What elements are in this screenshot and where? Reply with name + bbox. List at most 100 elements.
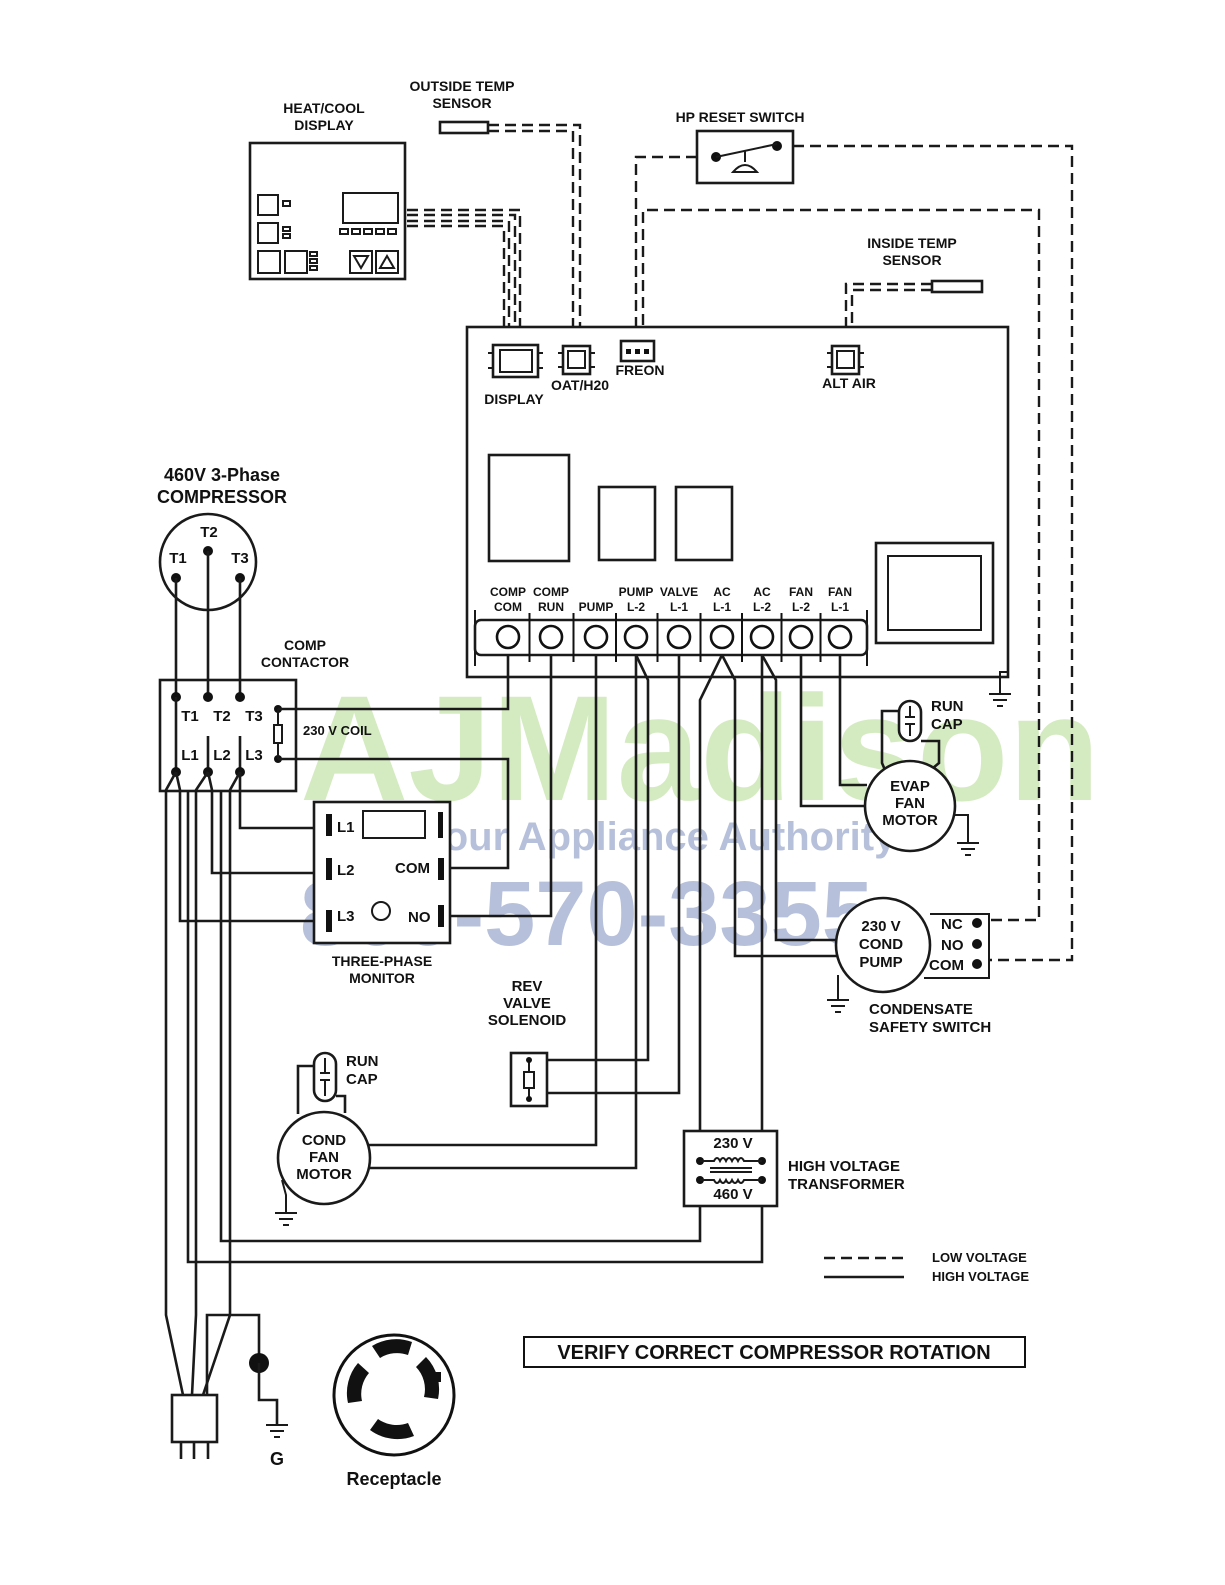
cond-fan-motor: RUN CAP COND FAN MOTOR xyxy=(275,1051,379,1226)
three-phase-monitor: L1 L2 L3 COM NO THREE-PHASE MONITOR xyxy=(312,800,452,986)
terminal-label: AC xyxy=(753,585,771,599)
terminal-label: L-1 xyxy=(670,600,688,614)
safety-com-label: COM xyxy=(929,957,964,974)
evap-motor-label-2: FAN xyxy=(895,795,925,812)
low-voltage-wires xyxy=(407,123,1074,962)
cond-run-cap-label-2: CAP xyxy=(346,1071,378,1088)
solenoid-label-3: SOLENOID xyxy=(488,1012,567,1029)
alt-air-connector xyxy=(827,344,864,376)
terminal-label: L-2 xyxy=(753,600,771,614)
freon-connector-label: FREON xyxy=(616,362,665,378)
evap-motor-label-1: EVAP xyxy=(890,778,930,795)
terminal-label: L-1 xyxy=(831,600,849,614)
terminal-label: AC xyxy=(713,585,731,599)
compressor-t2: T2 xyxy=(200,524,218,541)
cond-motor-label-3: MOTOR xyxy=(296,1166,352,1183)
terminal-label: PUMP xyxy=(579,600,614,614)
terminal-screw xyxy=(495,624,521,650)
transformer-block xyxy=(874,541,995,645)
safety-nc-label: NC xyxy=(941,916,963,933)
terminal-label: FAN xyxy=(828,585,852,599)
terminal-AC-L-1: ACL-1 xyxy=(709,585,735,650)
comp-contactor-label-2: CONTACTOR xyxy=(261,654,349,670)
cond-motor-label-2: FAN xyxy=(309,1149,339,1166)
terminal-label: PUMP xyxy=(619,585,654,599)
cond-pump-label-1: 230 V xyxy=(861,918,900,935)
terminal-label: RUN xyxy=(538,600,564,614)
safety-switch-label-2: SAFETY SWITCH xyxy=(869,1019,991,1036)
verify-text: VERIFY CORRECT COMPRESSOR ROTATION xyxy=(557,1342,990,1364)
monitor-no-label: NO xyxy=(408,909,431,926)
svg-text:T3: T3 xyxy=(245,708,263,725)
svg-text:T2: T2 xyxy=(213,708,231,725)
watermark-tagline: Your Appliance Authority xyxy=(420,815,897,859)
display-connector xyxy=(488,343,543,379)
terminal-screw xyxy=(583,624,609,650)
power-plug xyxy=(170,1393,219,1459)
transformer-top-label: 230 V xyxy=(713,1135,752,1152)
inside-temp-sensor-label-2: SENSOR xyxy=(882,252,941,268)
display-connector-label: DISPLAY xyxy=(484,391,544,407)
compressor-title-2: COMPRESSOR xyxy=(157,487,287,507)
oat-connector-label: OAT/H20 xyxy=(551,377,609,393)
evap-motor-label-3: MOTOR xyxy=(882,812,938,829)
terminal-screw xyxy=(827,624,853,650)
ground-symbol: G xyxy=(266,1424,288,1469)
comp-contactor-label-1: COMP xyxy=(284,637,326,653)
evap-run-cap-label-1: RUN xyxy=(931,698,964,715)
solenoid-label-1: REV xyxy=(512,978,543,995)
hp-reset-switch: HP RESET SWITCH xyxy=(676,109,805,185)
solenoid-label-2: VALVE xyxy=(503,995,551,1012)
transformer-bottom-label: 460 V xyxy=(713,1186,752,1203)
terminal-screw xyxy=(749,624,775,650)
ground-label: G xyxy=(270,1449,284,1469)
oat-connector xyxy=(558,344,595,376)
terminal-label: VALVE xyxy=(660,585,698,599)
transformer-title-2: TRANSFORMER xyxy=(788,1176,905,1193)
svg-text:L2: L2 xyxy=(213,747,231,764)
compressor-title-1: 460V 3-Phase xyxy=(164,465,280,485)
legend: LOW VOLTAGE HIGH VOLTAGE xyxy=(824,1250,1029,1284)
monitor-com-label: COM xyxy=(395,860,430,877)
evap-run-cap-label-2: CAP xyxy=(931,716,963,733)
receptacle: Receptacle xyxy=(332,1333,456,1489)
terminal-label: L-1 xyxy=(713,600,731,614)
terminal-label: L-2 xyxy=(627,600,645,614)
receptacle-label: Receptacle xyxy=(346,1469,441,1489)
monitor-l2-label: L2 xyxy=(337,862,355,879)
monitor-l3-label: L3 xyxy=(337,908,355,925)
terminal-screw xyxy=(709,624,735,650)
rev-valve-solenoid: REV VALVE SOLENOID xyxy=(488,978,567,1108)
terminal-screw xyxy=(538,624,564,650)
relay-3 xyxy=(674,485,734,562)
high-voltage-wires xyxy=(164,654,867,1425)
terminal-AC-L-2: ACL-2 xyxy=(749,585,775,650)
svg-text:L3: L3 xyxy=(245,747,263,764)
evap-fan-motor: RUN CAP EVAP FAN MOTOR xyxy=(863,698,979,856)
svg-text:L1: L1 xyxy=(181,747,199,764)
compressor-t1: T1 xyxy=(169,550,187,567)
inside-temp-sensor-label-1: INSIDE TEMP xyxy=(867,235,956,251)
verify-banner: VERIFY CORRECT COMPRESSOR ROTATION xyxy=(523,1336,1026,1368)
compressor-t3: T3 xyxy=(231,550,249,567)
monitor-title-1: THREE-PHASE xyxy=(332,953,432,969)
relay-1 xyxy=(487,453,571,563)
inside-temp-sensor: INSIDE TEMP SENSOR xyxy=(867,235,984,294)
control-board: DISPLAY OAT/H20 FREON ALT AIR COMPCOMCOM… xyxy=(465,325,1011,707)
safety-switch-label-1: CONDENSATE xyxy=(869,1001,973,1018)
terminal-screw xyxy=(623,624,649,650)
outside-temp-sensor: OUTSIDE TEMP SENSOR xyxy=(409,78,515,135)
outside-temp-sensor-label-2: SENSOR xyxy=(432,95,491,111)
heat-cool-display-label-2: DISPLAY xyxy=(294,117,354,133)
alt-air-connector-label: ALT AIR xyxy=(822,375,876,391)
hp-reset-switch-label: HP RESET SWITCH xyxy=(676,109,805,125)
freon-connector xyxy=(619,339,656,363)
comp-contactor: COMP CONTACTOR T1 T2 T3 L1 L2 L3 230 V C… xyxy=(158,551,372,793)
terminal-label: L-2 xyxy=(792,600,810,614)
